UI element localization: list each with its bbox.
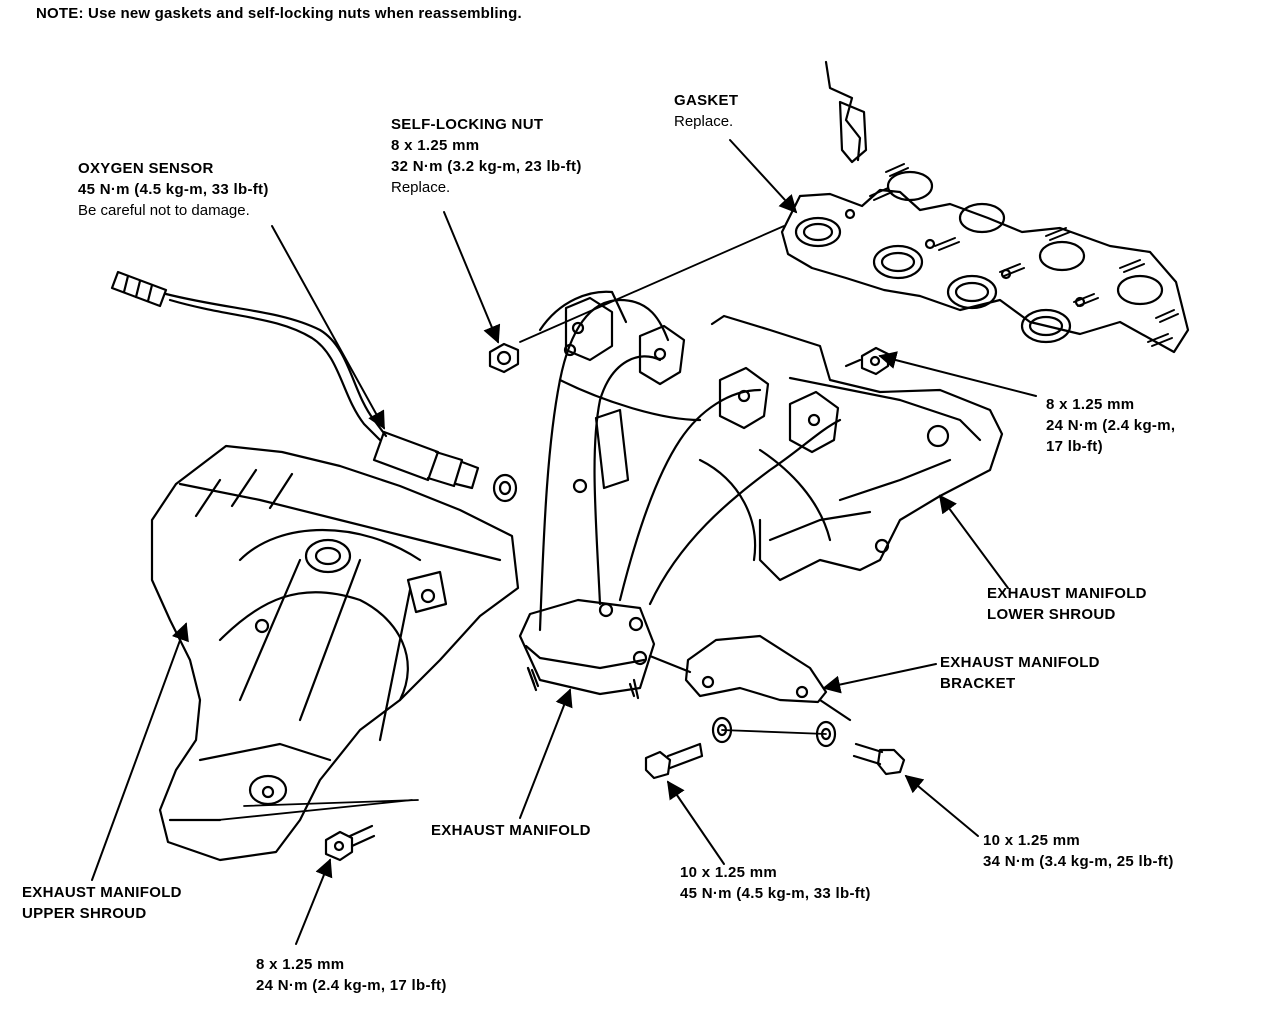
exhaust-manifold	[518, 290, 842, 700]
reassembly-note: NOTE: Use new gaskets and self-locking n…	[36, 5, 522, 22]
bracket-bolt-right-torque: 34 N·m (3.4 kg-m, 25 lb-ft)	[983, 853, 1174, 870]
self-locking-nut	[488, 342, 520, 374]
bracket-washers-and-bolts	[644, 716, 906, 780]
upper-shroud-bolt	[324, 824, 376, 862]
cylinder-head-wire-edge	[824, 60, 868, 164]
gasket-studs	[869, 163, 1179, 347]
oxygen-sensor-callout: OXYGEN SENSOR 45 N·m (4.5 kg-m, 33 lb-ft…	[78, 158, 269, 221]
lower-shroud-bolt-callout: 8 x 1.25 mm 24 N·m (2.4 kg-m, 17 lb-ft)	[1046, 394, 1175, 457]
assembly-lines	[217, 225, 827, 821]
upper-shroud-label-line1: EXHAUST MANIFOLD	[22, 884, 182, 901]
bracket-label-line2: BRACKET	[940, 675, 1016, 692]
oxygen-sensor	[110, 270, 518, 503]
bracket-label-line1: EXHAUST MANIFOLD	[940, 654, 1100, 671]
upper-shroud-bolt-size: 8 x 1.25 mm	[256, 956, 345, 973]
lower-shroud-label-line2: LOWER SHROUD	[987, 606, 1116, 623]
self-locking-nut-label: SELF-LOCKING NUT	[391, 116, 544, 133]
oxygen-sensor-label: OXYGEN SENSOR	[78, 160, 214, 177]
bracket-bolt-right-size: 10 x 1.25 mm	[983, 832, 1080, 849]
gasket	[780, 170, 1190, 354]
self-locking-nut-torque: 32 N·m (3.2 kg-m, 23 lb-ft)	[391, 158, 582, 175]
gasket-callout: GASKET Replace.	[674, 90, 738, 132]
bracket-bolt-left-size: 10 x 1.25 mm	[680, 864, 777, 881]
bracket-bolt-right-callout: 10 x 1.25 mm 34 N·m (3.4 kg-m, 25 lb-ft)	[983, 830, 1174, 872]
bracket-bolt-left-torque: 45 N·m (4.5 kg-m, 33 lb-ft)	[680, 885, 871, 902]
upper-shroud-callout: EXHAUST MANIFOLD UPPER SHROUD	[22, 882, 182, 924]
self-locking-nut-callout: SELF-LOCKING NUT 8 x 1.25 mm 32 N·m (3.2…	[391, 114, 582, 198]
lower-shroud-callout: EXHAUST MANIFOLD LOWER SHROUD	[987, 583, 1147, 625]
exhaust-manifold-bracket	[648, 634, 852, 722]
exhaust-manifold-upper-shroud	[150, 444, 520, 862]
upper-shroud-bolt-torque: 24 N·m (2.4 kg-m, 17 lb-ft)	[256, 977, 447, 994]
bracket-callout: EXHAUST MANIFOLD BRACKET	[940, 652, 1100, 694]
oxygen-sensor-torque: 45 N·m (4.5 kg-m, 33 lb-ft)	[78, 181, 269, 198]
callout-arrows	[91, 139, 1037, 945]
bracket-bolt-left-callout: 10 x 1.25 mm 45 N·m (4.5 kg-m, 33 lb-ft)	[680, 862, 871, 904]
exhaust-manifold-label: EXHAUST MANIFOLD	[431, 822, 591, 839]
self-locking-nut-size: 8 x 1.25 mm	[391, 137, 480, 154]
gasket-label: GASKET	[674, 92, 739, 109]
upper-shroud-bolt-callout: 8 x 1.25 mm 24 N·m (2.4 kg-m, 17 lb-ft)	[256, 954, 447, 996]
upper-shroud-label-line2: UPPER SHROUD	[22, 905, 147, 922]
lower-shroud-bolt-size: 8 x 1.25 mm	[1046, 396, 1135, 413]
gasket-note: Replace.	[674, 113, 734, 130]
lower-shroud-bolt-torque-line1: 24 N·m (2.4 kg-m,	[1046, 417, 1176, 434]
self-locking-nut-note: Replace.	[391, 179, 451, 196]
lower-shroud-bolt-torque-line2: 17 lb-ft)	[1046, 438, 1103, 455]
oxygen-sensor-note: Be careful not to damage.	[78, 202, 250, 219]
lower-shroud-label-line1: EXHAUST MANIFOLD	[987, 585, 1147, 602]
